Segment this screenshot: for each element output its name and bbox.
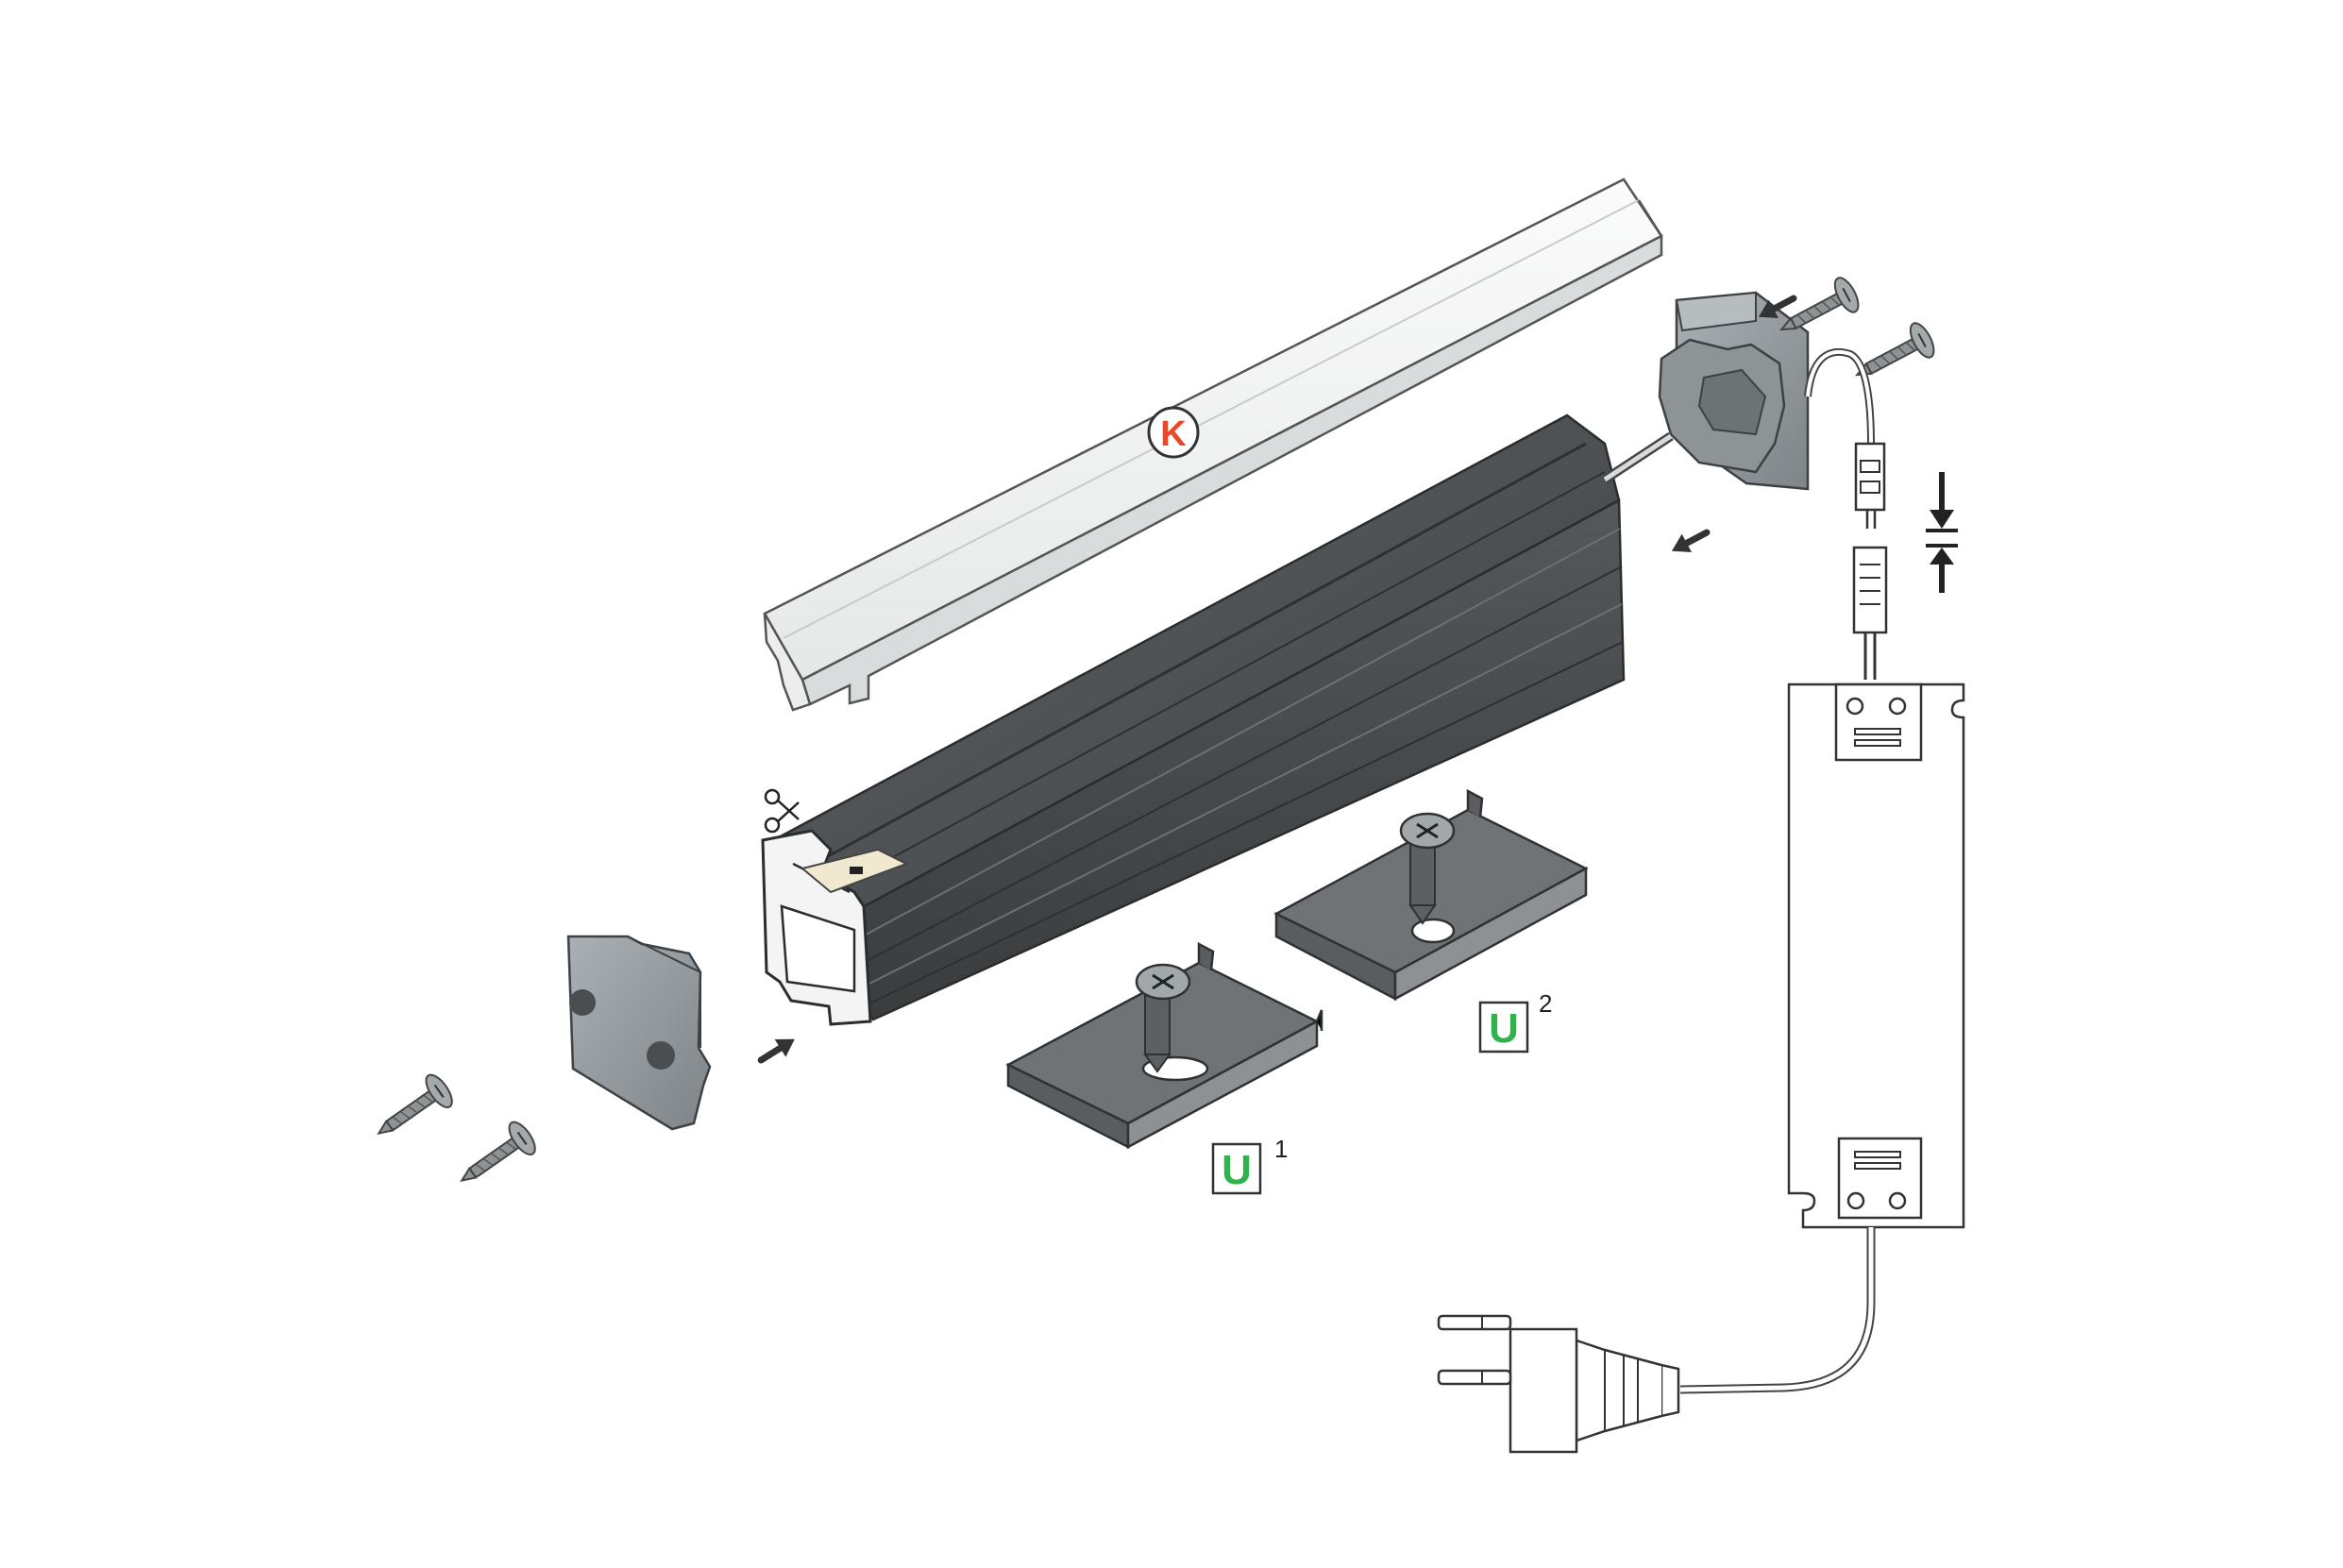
- connector-icon: [1854, 442, 1886, 529]
- arrow-icon: [755, 1030, 800, 1069]
- end-cap-left: [566, 935, 712, 1131]
- clip-1-index: 1: [1274, 1135, 1288, 1163]
- cover-label-text: K: [1160, 414, 1187, 454]
- plug-icon: [1437, 1314, 1680, 1454]
- scissors-icon: [764, 788, 800, 834]
- end-cap-right: [1658, 291, 1810, 491]
- clip-1-label: U 1: [1211, 1135, 1288, 1195]
- clip-2-index: 2: [1539, 989, 1552, 1018]
- power-supply: [1787, 683, 1965, 1229]
- mounting-clip-2: [1273, 788, 1589, 1002]
- mains-cable: [1679, 1227, 1876, 1394]
- connector-icon: [1852, 546, 1888, 680]
- diffuser-cover: [763, 177, 1663, 712]
- clip-2-label-text: U: [1489, 1005, 1519, 1052]
- screw-icon: [1846, 318, 1940, 393]
- mounting-clip-1: [1005, 941, 1323, 1150]
- cover-label: K: [1147, 406, 1200, 459]
- aluminium-profile: [761, 413, 1626, 1026]
- clip-2-label: U 2: [1478, 989, 1552, 1054]
- screw-icon: [366, 1070, 458, 1150]
- arrow-icon: [1667, 523, 1711, 560]
- screw-icon: [449, 1117, 541, 1197]
- press-arrows-icon: [1926, 472, 1958, 593]
- clip-1-label-text: U: [1222, 1147, 1252, 1193]
